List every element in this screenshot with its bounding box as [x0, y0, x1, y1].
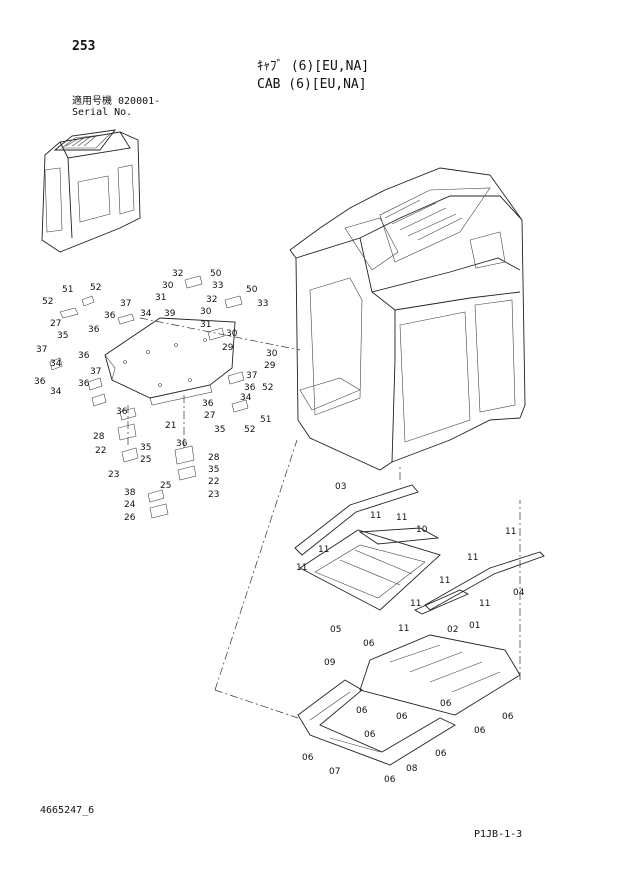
callout-06: 06	[440, 699, 452, 709]
callout-26: 26	[124, 513, 136, 523]
callout-37: 37	[120, 299, 131, 309]
callout-11: 11	[439, 576, 450, 586]
callout-25: 25	[160, 481, 171, 491]
callout-51: 51	[62, 285, 73, 295]
callout-06: 06	[384, 775, 396, 785]
callout-30: 30	[200, 307, 212, 317]
fastener-drawings	[49, 275, 301, 519]
callout-06: 06	[363, 639, 375, 649]
callout-27: 27	[50, 319, 61, 329]
callout-34: 34	[140, 309, 152, 319]
callout-33: 33	[212, 281, 223, 291]
callout-36: 36	[78, 351, 90, 361]
callout-35: 35	[57, 331, 68, 341]
callout-21: 21	[165, 421, 176, 431]
callout-50: 50	[246, 285, 258, 295]
callout-36: 36	[88, 325, 100, 335]
callout-23: 23	[208, 490, 219, 500]
callout-29: 29	[222, 343, 234, 353]
callout-07: 07	[329, 767, 340, 777]
callout-34: 34	[240, 393, 252, 403]
page-number: 253	[72, 39, 96, 54]
callout-29: 29	[264, 361, 276, 371]
callout-28: 28	[93, 432, 105, 442]
callout-28: 28	[208, 453, 220, 463]
sunroof-assembly-drawing	[214, 439, 545, 766]
part-callouts: 51 52 52 27 36 35 37 36 34 39 32 50 30 3…	[34, 269, 525, 785]
callout-06: 06	[302, 753, 314, 763]
callout-36: 36	[202, 399, 214, 409]
cab-frame-drawing	[289, 167, 526, 471]
floor-plate-drawing	[104, 317, 236, 406]
callout-52: 52	[262, 383, 273, 393]
callout-11: 11	[410, 599, 421, 609]
sheet-reference: P1JB-1-3	[474, 829, 523, 840]
callout-30: 30	[266, 349, 278, 359]
serial-number-label-japanese: 適用号機 020001-	[72, 96, 161, 107]
callout-24: 24	[124, 500, 136, 510]
callout-05: 05	[330, 625, 341, 635]
callout-30: 30	[162, 281, 174, 291]
callout-36: 36	[176, 439, 188, 449]
callout-35: 35	[140, 443, 151, 453]
callout-09: 09	[324, 658, 336, 668]
cab-thumbnail-drawing	[41, 129, 141, 253]
callout-11: 11	[296, 563, 307, 573]
callout-06: 06	[356, 706, 368, 716]
callout-06: 06	[502, 712, 514, 722]
callout-27: 27	[204, 411, 215, 421]
callout-10: 10	[416, 525, 428, 535]
callout-36: 36	[104, 311, 116, 321]
callout-35: 35	[208, 465, 219, 475]
callout-22: 22	[208, 477, 219, 487]
callout-31: 31	[200, 320, 211, 330]
callout-11: 11	[318, 545, 329, 555]
callout-23: 23	[108, 470, 119, 480]
callout-52: 52	[42, 297, 53, 307]
callout-11: 11	[398, 624, 409, 634]
callout-36: 36	[244, 383, 256, 393]
callout-32: 32	[206, 295, 217, 305]
callout-35: 35	[214, 425, 225, 435]
callout-37: 37	[246, 371, 257, 381]
callout-50: 50	[210, 269, 222, 279]
serial-number-label-english: Serial No.	[72, 107, 133, 118]
callout-30: 30	[226, 329, 238, 339]
callout-11: 11	[370, 511, 381, 521]
document-number: 4665247_6	[40, 805, 95, 816]
callout-01: 01	[469, 621, 480, 631]
callout-37: 37	[90, 367, 101, 377]
callout-34: 34	[50, 387, 62, 397]
callout-36: 36	[116, 407, 128, 417]
callout-04: 04	[513, 588, 525, 598]
callout-31: 31	[155, 293, 166, 303]
callout-32: 32	[172, 269, 183, 279]
callout-35: 22	[95, 446, 106, 456]
callout-34: 34	[50, 359, 62, 369]
callout-39: 39	[164, 309, 176, 319]
callout-36: 36	[78, 379, 90, 389]
callout-11: 11	[479, 599, 490, 609]
callout-11: 11	[396, 513, 407, 523]
callout-25: 25	[140, 455, 151, 465]
callout-06: 06	[435, 749, 447, 759]
callout-36: 36	[34, 377, 46, 387]
callout-51: 51	[260, 415, 271, 425]
callout-11: 11	[505, 527, 516, 537]
callout-03: 03	[335, 482, 346, 492]
callout-52: 52	[244, 425, 255, 435]
callout-06: 06	[396, 712, 408, 722]
callout-08: 08	[406, 764, 418, 774]
callout-06: 06	[474, 726, 486, 736]
callout-37: 37	[36, 345, 47, 355]
callout-06: 06	[364, 730, 376, 740]
callout-38: 38	[124, 488, 136, 498]
title-english: CAB (6)[EU,NA]	[257, 77, 367, 92]
callout-33: 33	[257, 299, 268, 309]
callout-11: 11	[467, 553, 478, 563]
title-japanese: ｷｬﾌﾞ (6)[EU,NA]	[257, 59, 370, 74]
callout-52: 52	[90, 283, 101, 293]
callout-02: 02	[447, 625, 458, 635]
